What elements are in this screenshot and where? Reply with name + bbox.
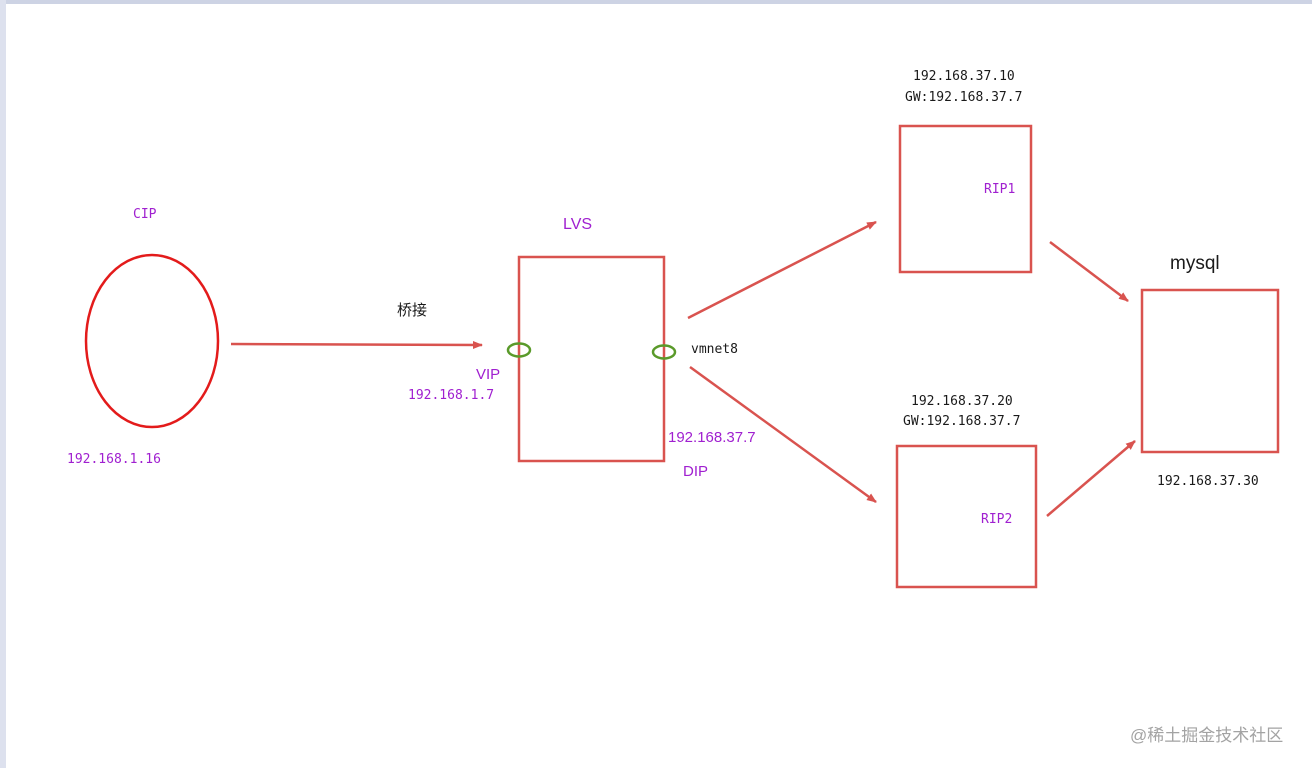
- lvs-node: [517, 255, 666, 463]
- nic-label: vmnet8: [691, 342, 738, 357]
- dip-label: DIP: [683, 463, 709, 480]
- lvs-label: LVS: [563, 216, 593, 233]
- rs2-node: [895, 444, 1038, 589]
- rs1-gateway: GW:192.168.37.7: [905, 90, 1023, 105]
- mysql-node: [1140, 288, 1280, 454]
- rs1-ip: 192.168.37.10: [913, 69, 1015, 84]
- arrow-rs1-to-mysql: [1049, 241, 1129, 302]
- rs1-node: [898, 124, 1033, 274]
- arrow-lvs-to-rs2: [689, 365, 877, 504]
- dip-ip: 192.168.37.7: [668, 429, 756, 446]
- window-top-border: [0, 0, 1312, 4]
- mysql-ip: 192.168.37.30: [1157, 474, 1259, 489]
- watermark: @稀土掘金技术社区: [1130, 726, 1284, 745]
- client-ip: 192.168.1.16: [67, 452, 161, 467]
- vip-label: VIP: [476, 366, 501, 383]
- dip-interface: [651, 344, 677, 360]
- client-node: [84, 253, 220, 429]
- arrow-rs2-to-mysql: [1046, 440, 1136, 517]
- rs2-label: RIP2: [981, 512, 1013, 527]
- window-left-border: [0, 0, 6, 768]
- rs2-ip: 192.168.37.20: [911, 394, 1013, 409]
- bridge-label: 桥接: [397, 302, 428, 319]
- rs1-label: RIP1: [984, 182, 1016, 197]
- arrow-client-to-lvs: [230, 340, 483, 349]
- arrow-lvs-to-rs1: [687, 220, 877, 320]
- client-label: CIP: [133, 207, 157, 222]
- vip-ip: 192.168.1.7: [408, 388, 495, 403]
- mysql-label: mysql: [1170, 253, 1220, 274]
- rs2-gateway: GW:192.168.37.7: [903, 414, 1021, 429]
- vip-interface: [506, 342, 532, 358]
